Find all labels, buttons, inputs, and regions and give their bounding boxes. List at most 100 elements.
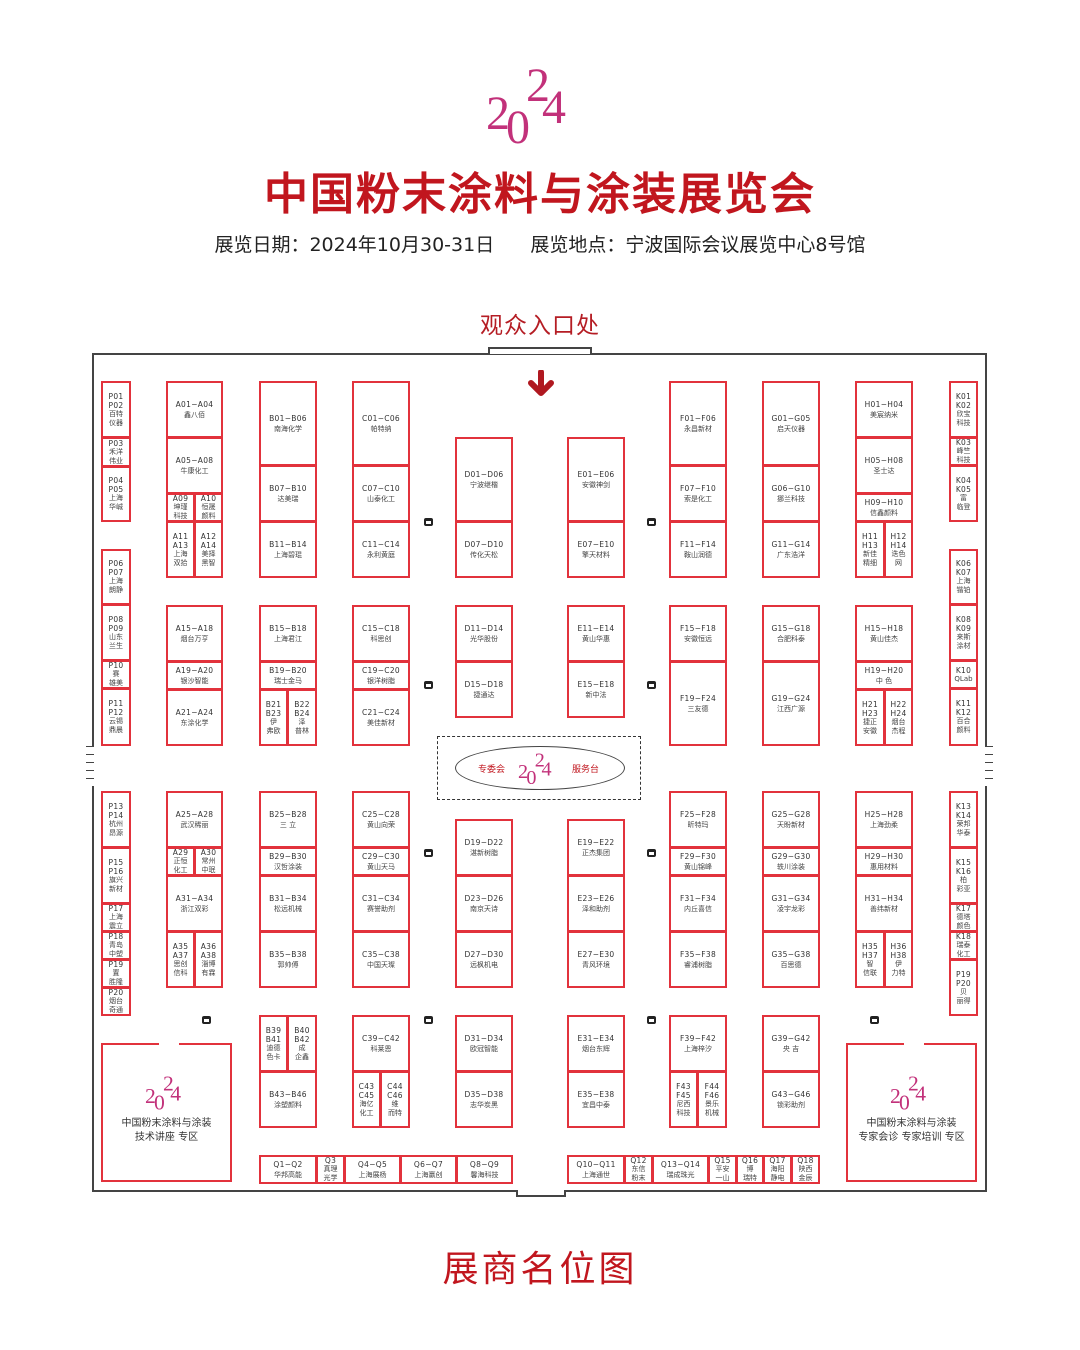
service-desk[interactable] [455,746,625,790]
